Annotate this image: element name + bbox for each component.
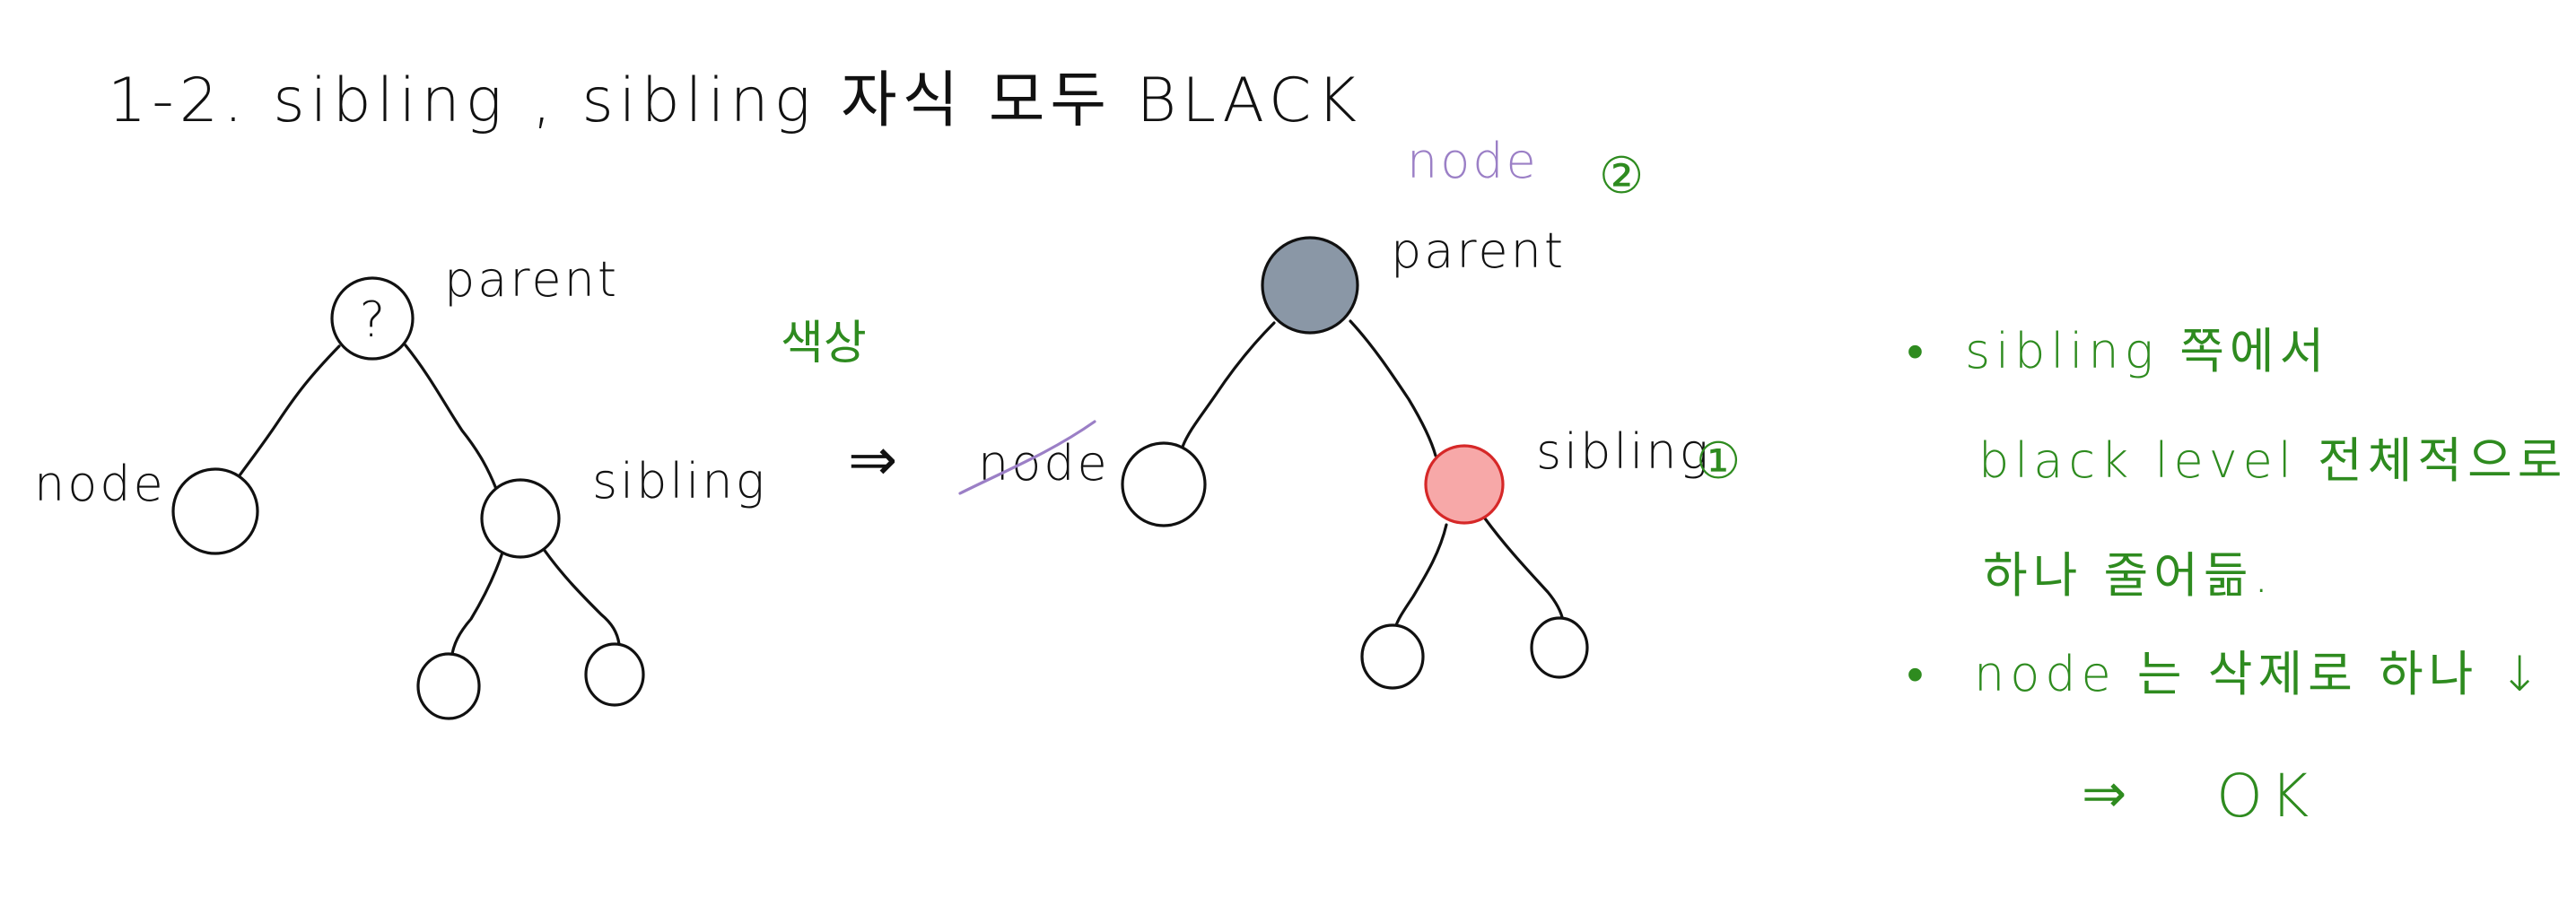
note-bullet-2: •	[1907, 646, 1929, 702]
edge-sibling-child-left	[450, 551, 504, 661]
left-node-label: node	[34, 456, 166, 512]
left-parent-label: parent	[444, 251, 619, 308]
edge-parent-sibling	[404, 344, 498, 491]
step-2-marker: ②	[1599, 147, 1644, 205]
color-annotation: 색상	[781, 317, 867, 370]
transition-arrow: ⇒	[848, 425, 897, 494]
left-node	[171, 467, 259, 555]
left-parent-symbol: ?	[360, 292, 386, 348]
left-sibling-node	[480, 478, 561, 559]
left-sibling-child-right	[584, 642, 645, 707]
note-line-4: node 는 삭제로 하나 ↓	[1974, 646, 2545, 702]
right-node	[1121, 441, 1207, 527]
result-arrow: ⇒	[2082, 762, 2126, 825]
left-sibling-child-left	[416, 652, 481, 720]
right-parent-label: parent	[1391, 222, 1566, 279]
result-ok: OK	[2216, 762, 2316, 831]
edge-parent-node	[231, 344, 341, 486]
right-sibling-child-right	[1530, 616, 1589, 679]
edge-sibling-child-right	[539, 544, 621, 646]
note-line-3: 하나 줄어듦.	[1983, 547, 2275, 604]
right-moved-node-label: node	[1407, 133, 1539, 189]
edge-r-parent-sibling	[1349, 319, 1437, 457]
notes: • sibling 쪽에서 black level 전체적으로 하나 줄어듦. …	[1907, 323, 2567, 831]
left-tree: ? parent node sibling	[34, 251, 767, 720]
strike-through-line	[958, 420, 1096, 495]
note-line-1: sibling 쪽에서	[1965, 323, 2329, 379]
edge-r-sibling-child-right	[1483, 517, 1565, 623]
edge-r-parent-node	[1181, 321, 1276, 448]
note-line-2: black level 전체적으로	[1978, 432, 2567, 489]
left-parent-node	[330, 276, 415, 361]
page-title: 1-2. sibling , sibling 자식 모두 BLACK	[108, 65, 1362, 136]
note-bullet-1: •	[1907, 323, 1929, 379]
removed-node-label: node	[978, 435, 1110, 492]
transition: 색상 ⇒ node	[781, 317, 1110, 495]
left-sibling-label: sibling	[592, 453, 767, 509]
edge-r-sibling-child-left	[1393, 523, 1448, 630]
right-parent-node	[1261, 236, 1359, 335]
right-tree: node ② parent sibling ①	[1121, 133, 1741, 690]
right-sibling-label: sibling	[1536, 423, 1711, 480]
right-sibling-child-left	[1360, 623, 1425, 690]
right-sibling-node	[1424, 444, 1505, 525]
step-1-marker: ①	[1696, 432, 1741, 491]
